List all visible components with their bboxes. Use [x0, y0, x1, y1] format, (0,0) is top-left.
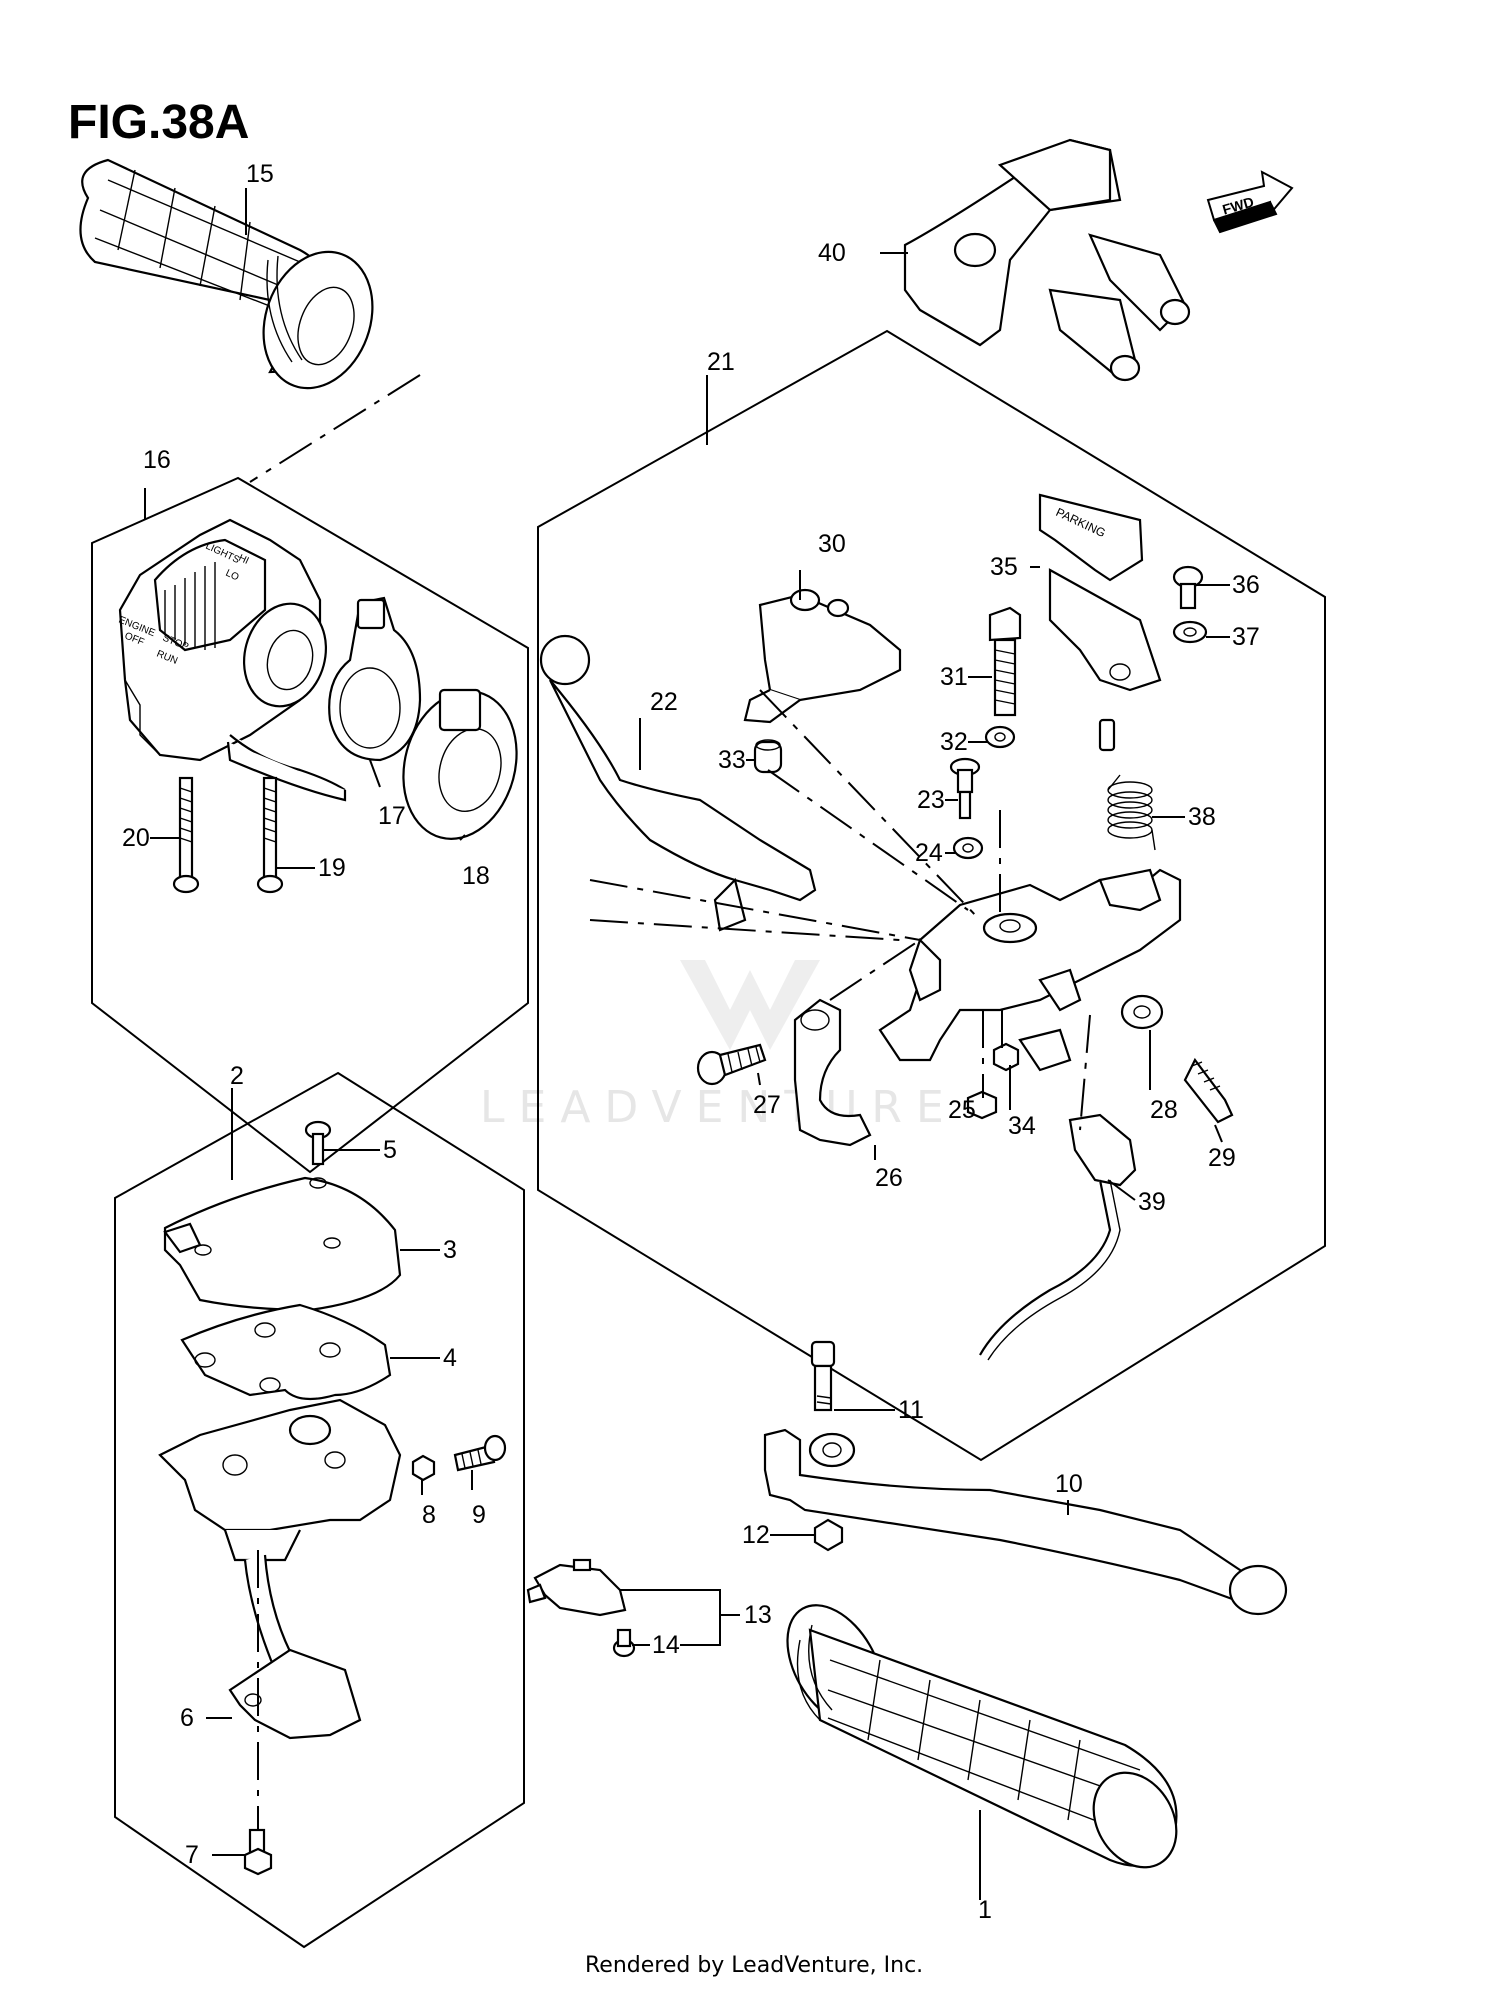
grip-left [79, 158, 374, 390]
parking-switch-39 [979, 1113, 1137, 1361]
callout-27: 27 [753, 1091, 781, 1119]
callout-6: 6 [180, 1704, 194, 1732]
screw-14 [612, 1628, 636, 1658]
watermark-text: LEADVENTURE [480, 1082, 958, 1133]
callout-15: 15 [246, 160, 274, 188]
throttle-assembly-box [114, 1071, 525, 1949]
screw-9 [453, 1434, 507, 1472]
callout-36: 36 [1232, 571, 1260, 599]
washer-32 [984, 725, 1016, 749]
nut-34 [992, 1042, 1020, 1072]
lever-bracket-body [878, 868, 1182, 1072]
nut-8 [411, 1454, 436, 1482]
leader-15-16 [249, 374, 421, 483]
switch-assembly-box [91, 476, 529, 1174]
spring-38 [1107, 774, 1156, 851]
callout-11: 11 [898, 1396, 924, 1424]
parking-brake-lever [539, 634, 817, 932]
callout-32: 32 [940, 728, 968, 756]
callout-10: 10 [1055, 1470, 1083, 1498]
switch-housing-clamp [402, 688, 518, 840]
callout-2: 2 [230, 1062, 244, 1090]
callout-37: 37 [1232, 623, 1260, 651]
lever-boot [903, 138, 1191, 382]
screw-20 [172, 776, 200, 894]
callout-18: 18 [462, 862, 490, 890]
decal-hi: HI [237, 553, 251, 567]
screw-36 [1172, 565, 1204, 610]
callout-31: 31 [940, 663, 968, 691]
callout-28: 28 [1150, 1096, 1178, 1124]
callout-24: 24 [915, 839, 943, 867]
watermark: LEADVENTURE [480, 960, 958, 1133]
bolt-31 [988, 606, 1022, 717]
throttle-housing [158, 1398, 402, 1740]
callout-17: 17 [378, 802, 406, 830]
callout-4: 4 [443, 1344, 457, 1372]
collar-33 [753, 739, 783, 774]
fwd-arrow-icon: FWD [1206, 170, 1294, 234]
callout-25: 25 [948, 1096, 976, 1124]
callout-40: 40 [818, 239, 846, 267]
callout-23: 23 [917, 786, 945, 814]
callout-22: 22 [650, 688, 678, 716]
callout-7: 7 [185, 1841, 199, 1869]
callout-26: 26 [875, 1164, 903, 1192]
callout-14: 14 [652, 1631, 680, 1659]
adjuster-bolt-29 [1183, 1057, 1234, 1124]
throttle-cover [163, 1176, 402, 1312]
clutch-lever [763, 1428, 1288, 1616]
callout-39: 39 [1138, 1188, 1166, 1216]
parking-switch-bracket [743, 588, 902, 724]
callout-35: 35 [990, 553, 1018, 581]
lever-assembly-box [537, 329, 1326, 1462]
footer-credit: Rendered by LeadVenture, Inc. [585, 1953, 923, 1978]
bolt-23 [949, 757, 981, 820]
callout-34: 34 [1008, 1112, 1036, 1140]
callout-3: 3 [443, 1236, 457, 1264]
callout-19: 19 [318, 854, 346, 882]
callout-12: 12 [742, 1521, 770, 1549]
washer-37 [1172, 620, 1208, 644]
switch-decal-text: LIGHTS HI LO ENGINE STOP OFF RUN [117, 541, 251, 667]
bolt-27 [696, 1043, 767, 1086]
clutch-switch [526, 1558, 627, 1617]
callout-8: 8 [422, 1501, 436, 1529]
switch-clamp [328, 596, 422, 762]
nut-12 [813, 1518, 844, 1552]
bolt-11 [810, 1340, 836, 1412]
callout-1: 1 [978, 1896, 992, 1924]
assembly-lines [589, 689, 1091, 1131]
grip-right [786, 1604, 1178, 1869]
lever-clamp [793, 998, 872, 1147]
figure-title: FIG.38A [68, 96, 249, 149]
callout-21: 21 [707, 348, 735, 376]
screw-5 [304, 1120, 332, 1166]
throttle-gasket [180, 1303, 392, 1401]
callout-20: 20 [122, 824, 150, 852]
bolt-7 [243, 1828, 273, 1876]
leader-lines [144, 188, 1230, 1900]
callout-38: 38 [1188, 803, 1216, 831]
callout-16: 16 [143, 446, 171, 474]
screw-19 [256, 776, 284, 894]
handlebar-switch: LIGHTS HI LO ENGINE STOP OFF RUN [117, 518, 347, 802]
washer-24 [952, 836, 984, 860]
decal-lo: LO [224, 568, 241, 584]
callout-29: 29 [1208, 1144, 1236, 1172]
callout-9: 9 [472, 1501, 486, 1529]
callout-30: 30 [818, 530, 846, 558]
adjuster-nut-28 [1120, 994, 1164, 1030]
callout-33: 33 [718, 746, 746, 774]
parking-decal-bracket: PARKING [1038, 493, 1162, 752]
callout-5: 5 [383, 1136, 397, 1164]
callout-13: 13 [744, 1601, 772, 1629]
